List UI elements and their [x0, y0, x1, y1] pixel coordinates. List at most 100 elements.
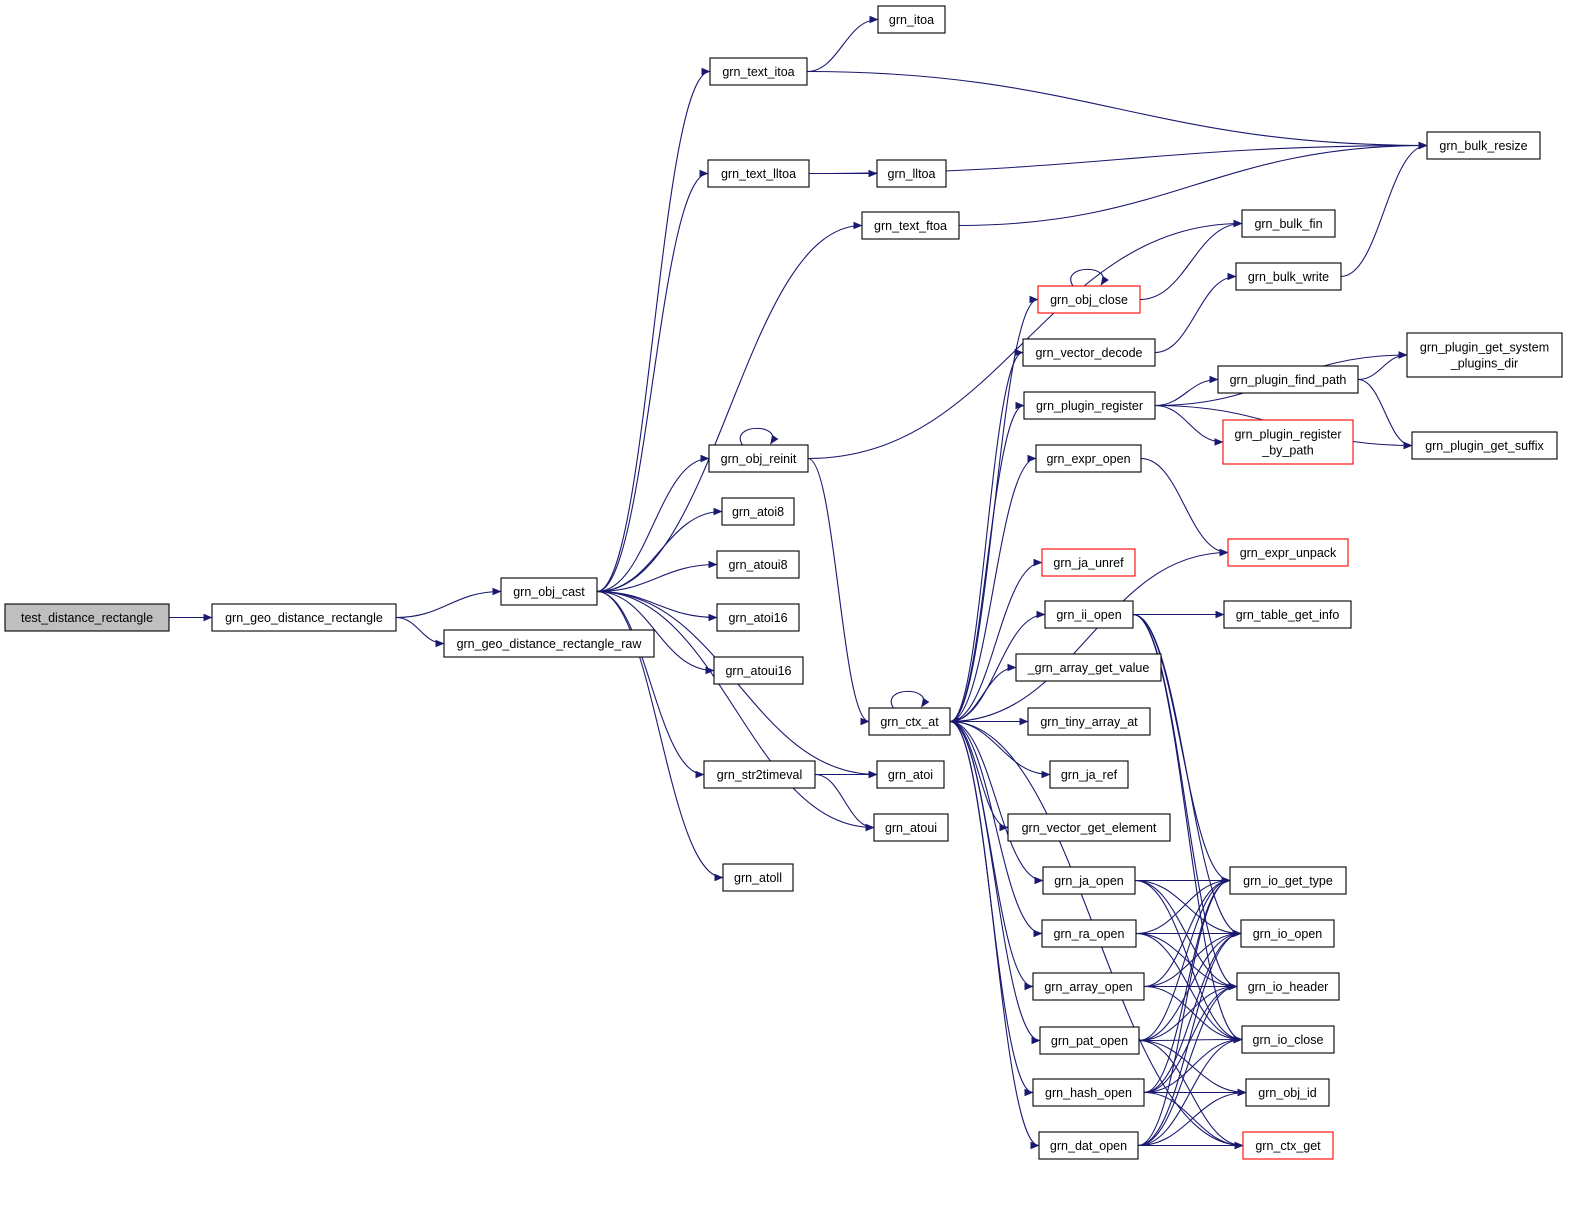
node-grn-obj-close[interactable]: grn_obj_close [1037, 285, 1141, 314]
node-grn-io-close[interactable]: grn_io_close [1241, 1025, 1335, 1054]
node-grn-dat-open[interactable]: grn_dat_open [1038, 1131, 1139, 1160]
node-label: grn_io_open [1253, 927, 1323, 941]
node-grn-plugin-register-by-path[interactable]: grn_plugin_register_by_path [1222, 419, 1354, 465]
node-grn-atoll[interactable]: grn_atoll [722, 863, 794, 892]
node-test-distance-rectangle[interactable]: test_distance_rectangle [4, 603, 170, 632]
node-label: grn_expr_unpack [1240, 546, 1337, 560]
node-label: grn_atoui [885, 821, 937, 835]
node-grn-plugin-register[interactable]: grn_plugin_register [1023, 391, 1156, 420]
node-grn-hash-open[interactable]: grn_hash_open [1032, 1078, 1145, 1107]
node-grn-tiny-array-at[interactable]: grn_tiny_array_at [1027, 707, 1151, 736]
node-grn-geo-distance-rectangle[interactable]: grn_geo_distance_rectangle [211, 603, 397, 632]
node-box [1032, 972, 1145, 1001]
node-grn-plugin-get-system-plugins-dir[interactable]: grn_plugin_get_system_plugins_dir [1406, 332, 1563, 378]
node-grn-ja-open[interactable]: grn_ja_open [1042, 866, 1136, 895]
node-grn-bulk-resize[interactable]: grn_bulk_resize [1426, 131, 1541, 160]
node-label: grn_obj_reinit [721, 452, 797, 466]
edge-grn_ja_open-to-grn_io_open [1134, 879, 1242, 938]
node-grn-ctx-at[interactable]: grn_ctx_at [868, 707, 951, 736]
node-grn-ii-open[interactable]: grn_ii_open [1044, 600, 1134, 629]
node-box [1022, 338, 1156, 367]
node-label: grn_vector_decode [1035, 346, 1142, 360]
node-grn-obj-reinit[interactable]: grn_obj_reinit [708, 444, 809, 473]
node-box [876, 159, 947, 188]
node-label: grn_io_close [1253, 1033, 1324, 1047]
node-grn-obj-cast[interactable]: grn_obj_cast [500, 577, 598, 606]
node-box [703, 760, 816, 789]
node-grn-text-ftoa[interactable]: grn_text_ftoa [861, 211, 960, 240]
node-grn-vector-decode[interactable]: grn_vector_decode [1022, 338, 1156, 367]
node-label: grn_atoi16 [728, 611, 787, 625]
edge-grn_ctx_at-to-grn_expr_unpack [949, 548, 1229, 723]
edge-grn_dat_open-to-grn_io_close [1137, 1035, 1243, 1147]
node-box [716, 550, 800, 579]
edge-grn_ctx_at-to-grn_ja_unref [949, 558, 1043, 723]
edge-grn_geo_distance_rectangle-to-grn_obj_cast [395, 587, 502, 619]
node-label: grn_plugin_get_suffix [1425, 439, 1544, 453]
edge-grn_ctx_at-to-grn_pat_open [949, 720, 1041, 1045]
node-grn-io-get-type[interactable]: grn_io_get_type [1229, 866, 1347, 895]
node-box [1042, 866, 1136, 895]
node-grn-bulk-fin[interactable]: grn_bulk_fin [1241, 209, 1336, 238]
edge-grn_geo_distance_rectangle-to-grn_geo_distance_rectangle_raw [395, 616, 445, 648]
node-grn-array-open[interactable]: grn_array_open [1032, 972, 1145, 1001]
node-label: grn_dat_open [1050, 1139, 1127, 1153]
node-grn-io-open[interactable]: grn_io_open [1240, 919, 1335, 948]
node-grn-pat-open[interactable]: grn_pat_open [1039, 1026, 1140, 1055]
node-grn-str2timeval[interactable]: grn_str2timeval [703, 760, 816, 789]
node-box [713, 656, 804, 685]
node-grn-ja-unref[interactable]: grn_ja_unref [1041, 548, 1136, 577]
node-box [1241, 209, 1336, 238]
edge-grn_plugin_register-to-grn_plugin_find_path [1154, 375, 1219, 407]
node-grn-ja-ref[interactable]: grn_ja_ref [1049, 760, 1129, 789]
node-grn-atoi16[interactable]: grn_atoi16 [716, 603, 800, 632]
node-label: grn_tiny_array_at [1040, 715, 1138, 729]
node-grn-text-itoa[interactable]: grn_text_itoa [709, 57, 808, 86]
node-box [876, 760, 945, 789]
node-label: grn_geo_distance_rectangle [225, 611, 383, 625]
edge-grn_obj_cast-to-grn_atoi8 [596, 507, 723, 593]
edge-grn_obj_close-to-grn_obj_close [1070, 268, 1109, 287]
node-grn-bulk-write[interactable]: grn_bulk_write [1235, 262, 1342, 291]
node-grn-atoui16[interactable]: grn_atoui16 [713, 656, 804, 685]
edge-grn_obj_cast-to-grn_atoui [596, 590, 875, 832]
node-grn-ra-open[interactable]: grn_ra_open [1041, 919, 1137, 948]
node-grn-atoi8[interactable]: grn_atoi8 [721, 497, 795, 526]
node-label: grn_bulk_resize [1439, 139, 1527, 153]
node-box [1242, 1131, 1334, 1160]
node-grn-text-lltoa[interactable]: grn_text_lltoa [707, 159, 810, 188]
node-box [1411, 431, 1558, 460]
node-grn-geo-distance-rectangle-raw[interactable]: grn_geo_distance_rectangle_raw [443, 629, 655, 658]
node-label: grn_ra_open [1054, 927, 1125, 941]
node-grn-vector-get-element[interactable]: grn_vector_get_element [1007, 813, 1171, 842]
node-grn-itoa[interactable]: grn_itoa [877, 5, 946, 34]
edge-grn_obj_cast-to-grn_text_ftoa [596, 221, 863, 593]
node-box [1245, 1078, 1330, 1107]
node-grn-atoui8[interactable]: grn_atoui8 [716, 550, 800, 579]
node-grn-plugin-get-suffix[interactable]: grn_plugin_get_suffix [1411, 431, 1558, 460]
edge-layer [168, 15, 1428, 1150]
node-grn-obj-id[interactable]: grn_obj_id [1245, 1078, 1330, 1107]
node-label: grn_atoi [888, 768, 933, 782]
edge-grn_ctx_at-to-grn_ctx_at [890, 690, 930, 709]
node-grn-atoi[interactable]: grn_atoi [876, 760, 945, 789]
node-grn-lltoa[interactable]: grn_lltoa [876, 159, 947, 188]
node-grn-expr-open[interactable]: grn_expr_open [1035, 444, 1142, 473]
node-grn-ctx-get[interactable]: grn_ctx_get [1242, 1131, 1334, 1160]
node-label: grn_text_ftoa [874, 219, 947, 233]
node-label: grn_lltoa [888, 167, 936, 181]
node-box [500, 577, 598, 606]
node-box [1007, 813, 1171, 842]
node-box [1039, 1026, 1140, 1055]
node-grn-plugin-find-path[interactable]: grn_plugin_find_path [1217, 365, 1359, 394]
node-box [1037, 285, 1141, 314]
node-grn-expr-unpack[interactable]: grn_expr_unpack [1227, 538, 1349, 567]
node-box [1044, 600, 1134, 629]
node-box [868, 707, 951, 736]
node-grn-table-get-info[interactable]: grn_table_get_info [1223, 600, 1352, 629]
edge-grn_pat_open-to-grn_io_header [1138, 982, 1238, 1042]
node--grn-array-get-value[interactable]: _grn_array_get_value [1015, 653, 1162, 682]
node-grn-atoui[interactable]: grn_atoui [873, 813, 949, 842]
node-label: grn_obj_id [1258, 1086, 1316, 1100]
node-grn-io-header[interactable]: grn_io_header [1236, 972, 1340, 1001]
